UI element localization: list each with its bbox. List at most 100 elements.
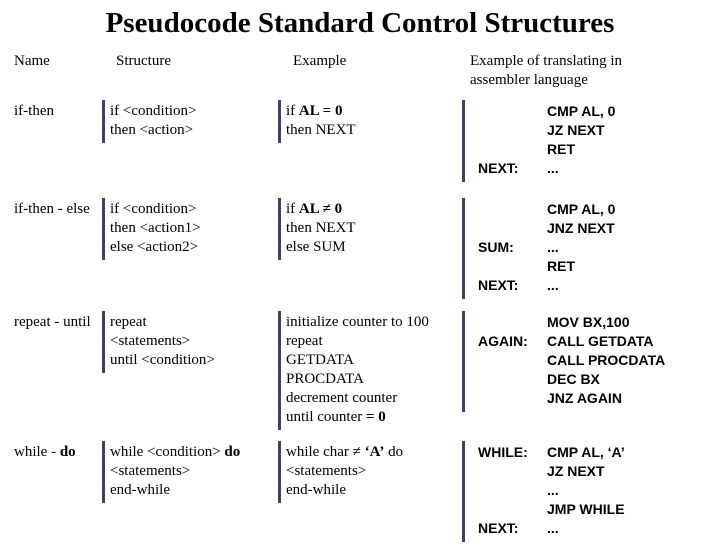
structure-line: <statements> (110, 463, 191, 479)
structure-cell: if <condition> then <action> (102, 100, 278, 143)
asm-code: RET (547, 141, 575, 157)
example-cell: initialize counter to 100 repeat GETDATA… (278, 311, 462, 430)
asm-line: AGAIN:CALL GETDATA (465, 332, 665, 351)
slide: Pseudocode Standard Control Structures N… (0, 6, 720, 542)
example-line: if AL = 0 (286, 103, 343, 119)
structure-line: then <action> (110, 122, 194, 138)
row-if-then: if-then if <condition> then <action> if … (0, 100, 720, 198)
asm-line: NEXT:... (465, 519, 625, 538)
asm-line: SUM:... (465, 238, 615, 257)
structure-line: repeat (110, 314, 147, 330)
row-if-then-else: if-then - else if <condition> then <acti… (0, 198, 720, 311)
asm-code: ... (547, 160, 559, 176)
example-line: decrement counter (286, 390, 398, 406)
assembler-box: MOV BX,100 AGAIN:CALL GETDATA CALL PROCD… (462, 311, 665, 412)
name-cell: repeat - until (14, 314, 91, 330)
asm-code: JZ NEXT (547, 463, 605, 479)
asm-code: ... (547, 520, 559, 536)
example-line: if AL ≠ 0 (286, 201, 343, 217)
structure-box: repeat <statements> until <condition> (102, 311, 215, 373)
assembler-cell: MOV BX,100 AGAIN:CALL GETDATA CALL PROCD… (462, 311, 720, 412)
asm-label (465, 257, 547, 276)
structure-line: while <condition> do (110, 444, 241, 460)
asm-line: DEC BX (465, 370, 665, 389)
structure-line: <statements> (110, 333, 191, 349)
asm-label: WHILE: (478, 444, 528, 460)
structure-line: end-while (110, 482, 170, 498)
example-line: repeat (286, 333, 323, 349)
structure-box: while <condition> do <statements> end-wh… (102, 441, 240, 503)
asm-code: ... (547, 277, 559, 293)
asm-label (465, 219, 547, 238)
asm-code: CALL GETDATA (547, 333, 654, 349)
asm-code: CMP AL, 0 (547, 103, 616, 119)
asm-code: CMP AL, ‘A’ (547, 444, 625, 460)
asm-line: NEXT:... (465, 276, 615, 295)
name-cell: if-then - else (14, 201, 90, 217)
structure-box: if <condition> then <action> (102, 100, 197, 143)
asm-label (465, 140, 547, 159)
asm-label (465, 121, 547, 140)
assembler-cell: CMP AL, 0 JZ NEXT RET NEXT:... (462, 100, 720, 182)
asm-code: ... (547, 482, 559, 498)
asm-line: RET (465, 257, 615, 276)
column-header-assembler: Example of translating in assembler lang… (470, 53, 623, 88)
asm-line: CALL PROCDATA (465, 351, 665, 370)
asm-code: ... (547, 239, 559, 255)
structure-cell: if <condition> then <action1> else <acti… (102, 198, 278, 260)
asm-label: NEXT: (478, 277, 519, 293)
structure-line: until <condition> (110, 352, 215, 368)
name-cell: while - do (14, 444, 76, 460)
asm-line: CMP AL, 0 (465, 102, 615, 121)
asm-line: JZ NEXT (465, 462, 625, 481)
slide-title: Pseudocode Standard Control Structures (105, 7, 615, 39)
asm-line: RET (465, 140, 615, 159)
asm-line: NEXT:... (465, 159, 615, 178)
example-line: <statements> (286, 463, 367, 479)
example-box: if AL = 0 then NEXT (278, 100, 356, 143)
asm-line: JNZ AGAIN (465, 389, 665, 408)
asm-code: JZ NEXT (547, 122, 605, 138)
asm-code: JMP WHILE (547, 501, 625, 517)
example-line: then NEXT (286, 122, 356, 138)
name-cell: if-then (14, 103, 54, 119)
assembler-box: CMP AL, 0 JZ NEXT RET NEXT:... (462, 100, 615, 182)
asm-label: NEXT: (478, 520, 519, 536)
asm-line: CMP AL, 0 (465, 200, 615, 219)
asm-code: DEC BX (547, 371, 600, 387)
structure-cell: repeat <statements> until <condition> (102, 311, 278, 373)
column-header-name: Name (14, 53, 50, 69)
structure-line: then <action1> (110, 220, 201, 236)
structure-line: if <condition> (110, 103, 197, 119)
structure-box: if <condition> then <action1> else <acti… (102, 198, 201, 260)
asm-label (465, 313, 547, 332)
asm-label (465, 481, 547, 500)
asm-code: JNZ AGAIN (547, 390, 622, 406)
example-box: initialize counter to 100 repeat GETDATA… (278, 311, 429, 430)
asm-line: JMP WHILE (465, 500, 625, 519)
asm-label (465, 370, 547, 389)
example-line: until counter = 0 (286, 409, 386, 425)
asm-label (465, 389, 547, 408)
asm-label (465, 500, 547, 519)
structure-cell: while <condition> do <statements> end-wh… (102, 441, 278, 503)
structure-line: else <action2> (110, 239, 199, 255)
asm-label (465, 102, 547, 121)
example-cell: if AL = 0 then NEXT (278, 100, 462, 143)
example-cell: if AL ≠ 0 then NEXT else SUM (278, 198, 462, 260)
asm-label (465, 351, 547, 370)
column-header-structure: Structure (116, 53, 171, 69)
example-line: PROCDATA (286, 371, 364, 387)
asm-code: JNZ NEXT (547, 220, 615, 236)
asm-label (465, 462, 547, 481)
row-repeat-until: repeat - until repeat <statements> until… (0, 311, 720, 441)
example-line: initialize counter to 100 (286, 314, 429, 330)
assembler-cell: CMP AL, 0 JNZ NEXT SUM:... RET NEXT:... (462, 198, 720, 299)
asm-line: JNZ NEXT (465, 219, 615, 238)
row-while-do: while - do while <condition> do <stateme… (0, 441, 720, 542)
asm-label (465, 200, 547, 219)
asm-code: CALL PROCDATA (547, 352, 666, 368)
assembler-box: WHILE:CMP AL, ‘A’ JZ NEXT ... JMP WHILE … (462, 441, 625, 542)
table-header: Name Structure Example Example of transl… (0, 52, 720, 100)
asm-line: MOV BX,100 (465, 313, 665, 332)
